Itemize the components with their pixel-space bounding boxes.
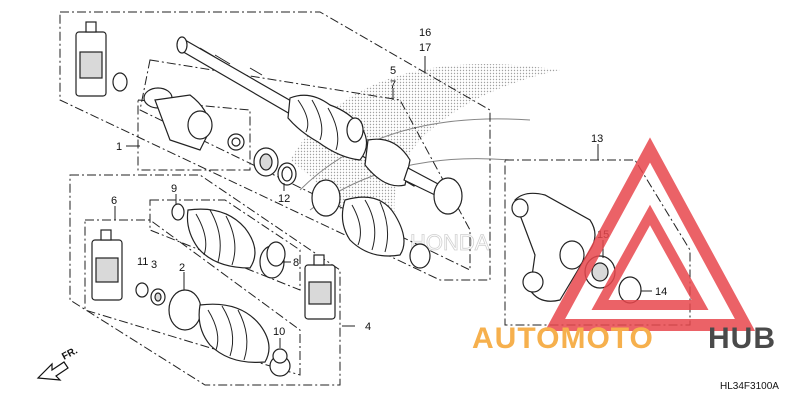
watermark-text-b: HUB	[708, 322, 776, 355]
callout-2: 2	[179, 262, 185, 274]
inner-boot-lower	[171, 203, 286, 279]
callout-14: 14	[655, 286, 667, 298]
knuckle-arm	[511, 192, 596, 302]
callout-11: 11	[137, 256, 148, 268]
bearing-set	[253, 147, 297, 186]
grease-bottle-right	[304, 254, 336, 320]
outer-boot-lower	[168, 289, 291, 377]
callout-16: 16	[419, 27, 431, 39]
watermark-triangle-inner	[591, 204, 709, 310]
grease-bottle-left	[91, 229, 123, 301]
snap-ring	[618, 276, 642, 304]
inner-joint	[143, 87, 245, 151]
callout-4: 4	[365, 321, 371, 333]
callout-12: 12	[278, 193, 290, 205]
watermark-text-a: AUTOMOTO	[472, 322, 654, 355]
grease-bottle-top	[75, 21, 107, 97]
callout-5: 5	[390, 65, 396, 77]
callout-17: 17	[419, 42, 431, 54]
clip-rings-top	[112, 72, 463, 269]
callout-1: 1	[116, 141, 122, 153]
callout-6: 6	[111, 195, 117, 207]
callout-9: 9	[171, 183, 177, 195]
watermark-triangle-outer	[544, 137, 756, 331]
callout-3: 3	[151, 259, 157, 271]
direction-label: FR.	[60, 345, 80, 362]
diagram-code: HL34F3100A	[720, 381, 779, 392]
front-direction-arrow: FR.	[36, 345, 80, 381]
callout-8: 8	[293, 257, 299, 269]
honda-wing-logo: HONDA	[290, 64, 560, 255]
callout-7: 7	[390, 79, 396, 91]
leader-lines	[114, 56, 652, 348]
small-clips-lower	[135, 282, 166, 306]
callout-10: 10	[273, 326, 285, 338]
outer-boot	[341, 196, 405, 257]
watermark-logo: AUTOMOTO HUB	[472, 137, 776, 355]
drive-shaft	[176, 36, 441, 196]
callout-13: 13	[591, 133, 603, 145]
